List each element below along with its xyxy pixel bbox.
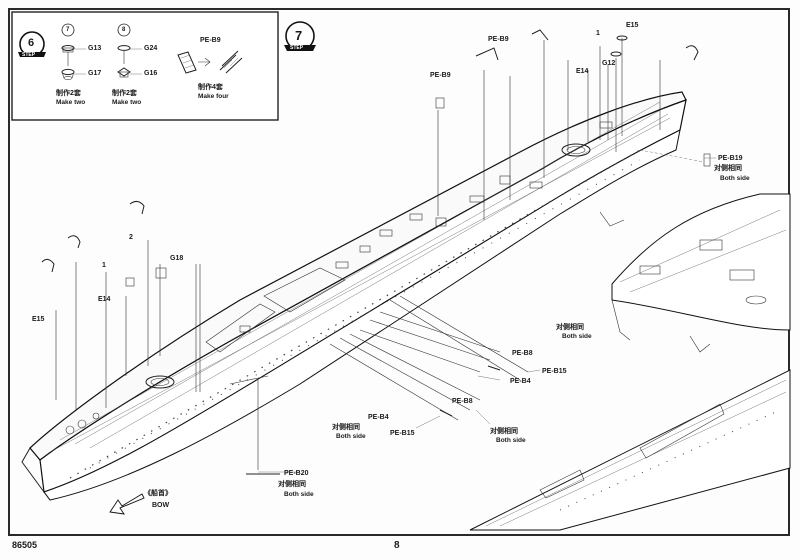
step7-badge-graphic bbox=[284, 21, 316, 51]
step6-badge-word: STEP bbox=[22, 52, 36, 58]
label-e15-left: E15 bbox=[32, 316, 45, 323]
railing-parts bbox=[229, 149, 705, 475]
step6-number: 6 bbox=[28, 37, 35, 49]
label-pe-b8-right: PE-B8 bbox=[512, 350, 533, 357]
label-e15-top: E15 bbox=[626, 22, 639, 29]
label-pe-b9-top: PE-B9 bbox=[488, 36, 509, 43]
label-e14-left: E14 bbox=[98, 296, 111, 303]
label-circle2-left: 2 bbox=[129, 234, 133, 241]
main-hull bbox=[21, 91, 687, 501]
leader-lines bbox=[258, 157, 716, 473]
step6-b-caption-en: Make two bbox=[112, 99, 142, 106]
label-pe-b19: PE-B19 bbox=[718, 155, 743, 162]
label-pe-b15-right: PE-B15 bbox=[542, 368, 567, 375]
label-g18: G18 bbox=[170, 255, 184, 262]
label-pe-b8-right-en: Both side bbox=[562, 333, 592, 340]
step6-a-part-2: G17 bbox=[88, 70, 102, 77]
label-circle1-left: 1 bbox=[102, 262, 106, 269]
step6-c-caption-cn: 制作4套 bbox=[198, 84, 223, 91]
label-pe-b4-right: PE-B4 bbox=[510, 378, 531, 385]
step6-panel bbox=[11, 11, 279, 121]
label-mid-right-cn: 对侧相同 bbox=[490, 428, 518, 435]
product-code: 86505 bbox=[12, 540, 38, 550]
step6-a-caption-en: Make two bbox=[56, 99, 86, 106]
label-pe-b20-en: Both side bbox=[284, 491, 314, 498]
step7-number: 7 bbox=[295, 28, 303, 43]
step6-b-caption-cn: 制作2套 bbox=[112, 90, 137, 97]
step6-b-part-2: G16 bbox=[144, 70, 158, 77]
label-mid-right-en: Both side bbox=[496, 437, 526, 444]
vertical-part-lines bbox=[55, 38, 661, 470]
detail-inset-lower bbox=[469, 369, 791, 531]
label-circle1-top: 1 bbox=[596, 30, 600, 37]
davit-parts bbox=[41, 29, 711, 287]
label-pe-b4-mid: PE-B4 bbox=[368, 414, 389, 421]
step6-a-caption-cn: 制作2套 bbox=[56, 90, 81, 97]
step6-b-part-1: G24 bbox=[144, 45, 158, 52]
label-pe-b19-cn: 对侧相同 bbox=[714, 165, 742, 172]
step6-assembly-a bbox=[61, 45, 86, 80]
label-pe-b8-mid: PE-B8 bbox=[452, 398, 473, 405]
label-pe-b20: PE-B20 bbox=[284, 470, 309, 477]
label-pe-b19-en: Both side bbox=[720, 175, 750, 182]
step7-badge-word: STEP bbox=[290, 45, 304, 51]
label-pe-b15-mid: PE-B15 bbox=[390, 430, 415, 437]
label-mid-cn: 对侧相同 bbox=[332, 424, 360, 431]
step6-a-circle: 7 bbox=[66, 27, 70, 33]
step6-assembly-c bbox=[177, 50, 243, 74]
label-mid-en: Both side bbox=[336, 433, 366, 440]
step6-c-part: PE-B9 bbox=[200, 37, 221, 44]
label-pe-b9-left: PE-B9 bbox=[430, 72, 451, 79]
step6-a-part-1: G13 bbox=[88, 45, 102, 52]
step6-b-circle: 8 bbox=[122, 27, 126, 33]
label-bow-cn: 《船首》 bbox=[144, 490, 172, 497]
bow-arrow bbox=[109, 493, 145, 515]
step6-c-caption-en: Make four bbox=[198, 93, 229, 100]
label-bow-en: BOW bbox=[152, 502, 170, 509]
detail-inset-upper bbox=[611, 193, 791, 353]
label-pe-b8-right-cn: 对侧相同 bbox=[556, 324, 584, 331]
label-g12-top: G12 bbox=[602, 60, 616, 67]
label-pe-b20-cn: 对侧相同 bbox=[278, 481, 306, 488]
step6-assembly-b bbox=[117, 45, 142, 78]
page-number: 8 bbox=[394, 540, 400, 551]
label-e14-top: E14 bbox=[576, 68, 589, 75]
